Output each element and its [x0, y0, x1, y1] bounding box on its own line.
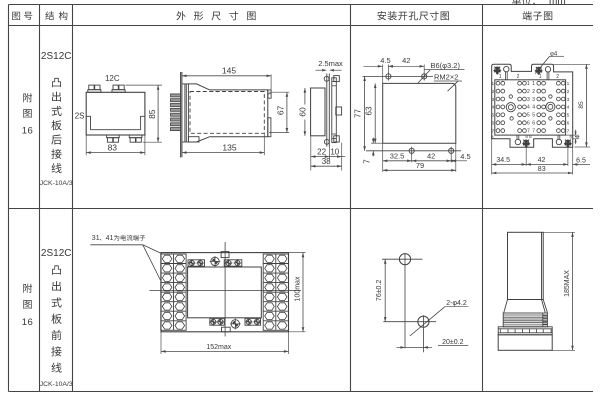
- svg-text:16: 16: [22, 126, 34, 137]
- svg-text:2S12C: 2S12C: [41, 248, 72, 259]
- svg-text:42: 42: [402, 56, 410, 65]
- svg-text:1: 1: [539, 74, 542, 80]
- svg-text:83: 83: [108, 143, 118, 153]
- svg-text:1: 1: [567, 81, 570, 87]
- svg-text:6: 6: [527, 121, 530, 127]
- svg-text:31: 31: [92, 235, 100, 242]
- svg-text:4: 4: [575, 135, 581, 139]
- svg-text:135: 135: [222, 142, 236, 152]
- svg-text:42: 42: [538, 157, 546, 164]
- svg-text:4.5: 4.5: [380, 56, 390, 65]
- svg-text:6: 6: [567, 121, 570, 127]
- svg-text:3: 3: [491, 97, 494, 103]
- svg-text:20±0.2: 20±0.2: [442, 339, 463, 346]
- svg-text:3: 3: [532, 97, 535, 103]
- svg-text:83: 83: [538, 166, 546, 173]
- svg-text:3: 3: [527, 97, 530, 103]
- svg-text:34.5: 34.5: [496, 157, 510, 164]
- svg-text:JCK-10A/3: JCK-10A/3: [40, 381, 73, 388]
- svg-text:6.5: 6.5: [576, 158, 586, 165]
- svg-text:2: 2: [556, 74, 559, 80]
- svg-text:85: 85: [147, 109, 157, 119]
- svg-text:7: 7: [567, 128, 570, 134]
- svg-text:22: 22: [317, 147, 326, 156]
- svg-text:67: 67: [276, 105, 286, 115]
- svg-text:85: 85: [578, 101, 585, 109]
- svg-text:10: 10: [330, 147, 339, 156]
- svg-text:1: 1: [532, 81, 535, 87]
- svg-text:2: 2: [532, 89, 535, 95]
- svg-text:RM2×2: RM2×2: [434, 73, 458, 82]
- svg-text:16: 16: [22, 317, 34, 328]
- svg-text:B6(φ3.2): B6(φ3.2): [431, 61, 461, 70]
- svg-text:77: 77: [354, 109, 363, 118]
- svg-text:12C: 12C: [105, 74, 120, 83]
- svg-text:2: 2: [527, 89, 530, 95]
- svg-text:4: 4: [491, 105, 494, 111]
- svg-text:6: 6: [532, 121, 535, 127]
- svg-text:7: 7: [491, 128, 494, 134]
- svg-text:1: 1: [499, 74, 502, 80]
- svg-text:79: 79: [416, 161, 424, 170]
- svg-text:2.5max: 2.5max: [318, 59, 343, 68]
- svg-text:6: 6: [491, 121, 494, 127]
- svg-text:2: 2: [517, 74, 520, 80]
- svg-text:100max: 100max: [295, 276, 302, 301]
- svg-text:152max: 152max: [206, 344, 231, 351]
- svg-text:2-φ4.2: 2-φ4.2: [446, 300, 467, 307]
- svg-text:5: 5: [532, 113, 535, 119]
- svg-text:7: 7: [362, 159, 371, 164]
- svg-text:41: 41: [106, 235, 114, 242]
- svg-text:mm: mm: [549, 0, 566, 7]
- svg-text:JCK-10A/3: JCK-10A/3: [40, 180, 73, 187]
- svg-text:5: 5: [491, 113, 494, 119]
- svg-text:8: 8: [570, 134, 573, 139]
- svg-text:5: 5: [567, 113, 570, 119]
- svg-text:2: 2: [567, 89, 570, 95]
- svg-text:185MAX: 185MAX: [564, 270, 571, 297]
- svg-text:φ4: φ4: [550, 52, 558, 58]
- svg-text:3: 3: [567, 97, 570, 103]
- svg-text:5: 5: [527, 113, 530, 119]
- svg-text:63: 63: [364, 106, 373, 115]
- svg-text:42: 42: [427, 151, 435, 160]
- svg-text:1: 1: [491, 81, 494, 87]
- svg-text:4.5: 4.5: [460, 152, 470, 161]
- svg-text:4: 4: [567, 105, 570, 111]
- svg-text:145: 145: [222, 66, 236, 76]
- svg-text:4: 4: [532, 105, 535, 111]
- svg-text:1: 1: [527, 81, 530, 87]
- svg-text:2S12C: 2S12C: [41, 51, 72, 62]
- svg-text:7: 7: [527, 128, 530, 134]
- svg-text:38: 38: [322, 157, 331, 166]
- svg-text:8: 8: [491, 134, 494, 139]
- svg-text:60: 60: [298, 107, 308, 117]
- svg-text:32.5: 32.5: [390, 151, 405, 160]
- svg-text:2S: 2S: [75, 111, 85, 120]
- svg-text:7: 7: [532, 128, 535, 134]
- svg-text:4: 4: [527, 105, 530, 111]
- svg-text:8 8: 8 8: [525, 134, 532, 139]
- svg-text:2: 2: [491, 89, 494, 95]
- svg-text:76±0.2: 76±0.2: [376, 280, 383, 301]
